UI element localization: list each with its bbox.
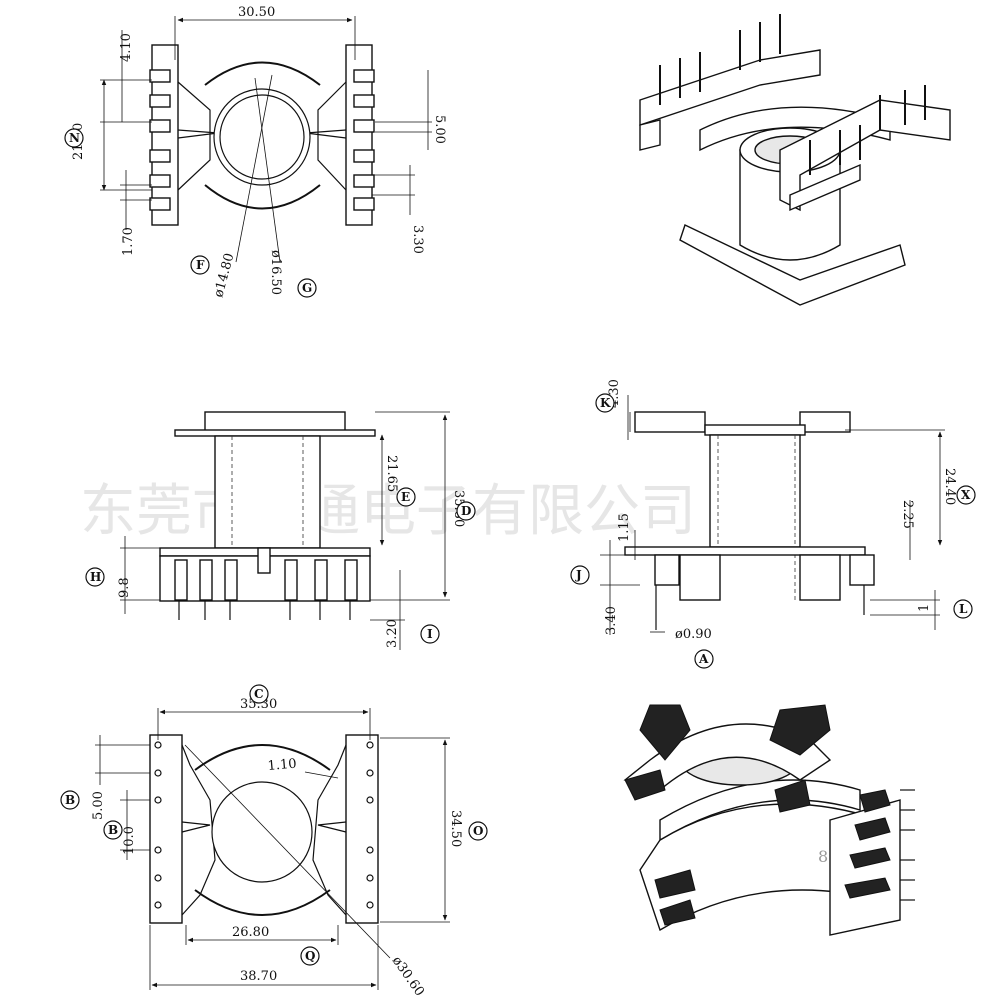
label-q-circle [300,946,320,966]
label-j-circle [570,565,590,585]
top-view-right-comb [305,44,375,226]
label-a-circle [694,649,714,669]
iso-part-mark: 8 [818,847,828,866]
label-a: A [698,652,709,666]
dim-bottom-top-width: 35.30 [240,697,277,712]
dim-bottom-diameter: ø30.60 [389,954,427,1000]
label-k-circle [595,393,615,413]
top-view: 30.50 21.50 4.10 5.00 1.70 3.30 ø14.80 ø… [64,5,447,299]
label-l: L [959,602,968,616]
bottom-core-circle [211,781,313,883]
dim-bottom-height: 34.50 [448,810,463,847]
label-f: F [196,258,205,272]
dim-outer-diameter: ø16.50 [268,250,283,295]
label-n-circle [64,128,84,148]
label-o-circle [468,821,488,841]
label-b1: B [65,793,75,807]
bottom-view-left-comb [149,734,216,924]
label-h: H [90,570,101,584]
label-f-circle [190,255,210,275]
label-i: I [427,627,433,641]
iso-view-top [639,14,951,306]
label-d: D [461,504,471,518]
label-e: E [401,490,410,504]
bottom-flange-arc-lower [194,889,331,916]
label-x: X [961,488,971,502]
dim-side-inner: 2.25 [900,500,915,529]
front-view-pins [174,559,358,620]
label-h-circle [85,567,105,587]
dim-side-base: 3.40 [604,606,619,635]
dim-front-height: 21.65 [384,455,399,492]
iso-view-bottom: 8 [623,704,915,936]
bottom-view-right-comb [312,734,379,924]
bottom-flange-arc-upper [194,744,331,771]
dim-top-bottom-left: 1.70 [121,227,136,256]
label-c-circle [249,684,269,704]
label-x-circle [956,485,976,505]
dim-inner-diameter: ø14.80 [211,252,237,299]
dim-front-base: 9.8 [117,577,132,598]
top-flange-arc-lower [204,184,321,210]
top-view-left-comb [149,44,219,226]
dim-bottom-inner-width: 26.80 [232,925,269,940]
label-j: J [575,568,582,582]
label-i-circle [420,624,440,644]
label-n: N [69,131,80,145]
label-e-circle [396,487,416,507]
label-c: C [254,687,264,701]
dim-top-pitch: 4.10 [119,33,134,62]
dim-side-gap: 1.15 [617,513,632,542]
label-b2-circle [103,820,123,840]
dim-top-right-gap: 5.00 [432,115,447,144]
dim-bottom-wall: 1.10 [267,757,297,774]
label-b2: B [108,823,118,837]
bottom-view: 35.30 1.10 5.00 10.0 34.50 26.80 38.70 ø… [60,684,488,1000]
dim-side-pin-dia: ø0.90 [675,627,712,642]
dim-front-pin: 3.20 [385,619,400,648]
dim-top-width: 30.50 [238,5,275,20]
dim-side-lead: 1 [917,604,932,612]
side-view: 4.30 24.40 1.15 2.25 3.40 ø0.90 1 K X J … [570,379,976,669]
label-l-circle [953,599,973,619]
label-o: O [473,824,483,838]
top-flange-arc-upper [204,61,321,86]
dim-bottom-total-width: 38.70 [240,969,277,984]
front-view: 35.80 21.65 9.8 3.20 E D H I [85,411,476,650]
label-b1-circle [60,790,80,810]
dim-top-bottom-right: 3.30 [410,225,425,254]
label-g-circle [297,278,317,298]
dim-side-height: 24.40 [942,468,957,505]
company-watermark: 东莞市扬通电子有限公司 [80,479,696,544]
label-d-circle [456,501,476,521]
inner-core-circle [219,94,305,180]
label-k: K [600,396,611,410]
dim-bottom-span: 10.0 [122,826,137,855]
dim-bottom-pitch: 5.00 [91,791,106,820]
label-g: G [302,281,312,295]
label-q: Q [305,949,315,963]
